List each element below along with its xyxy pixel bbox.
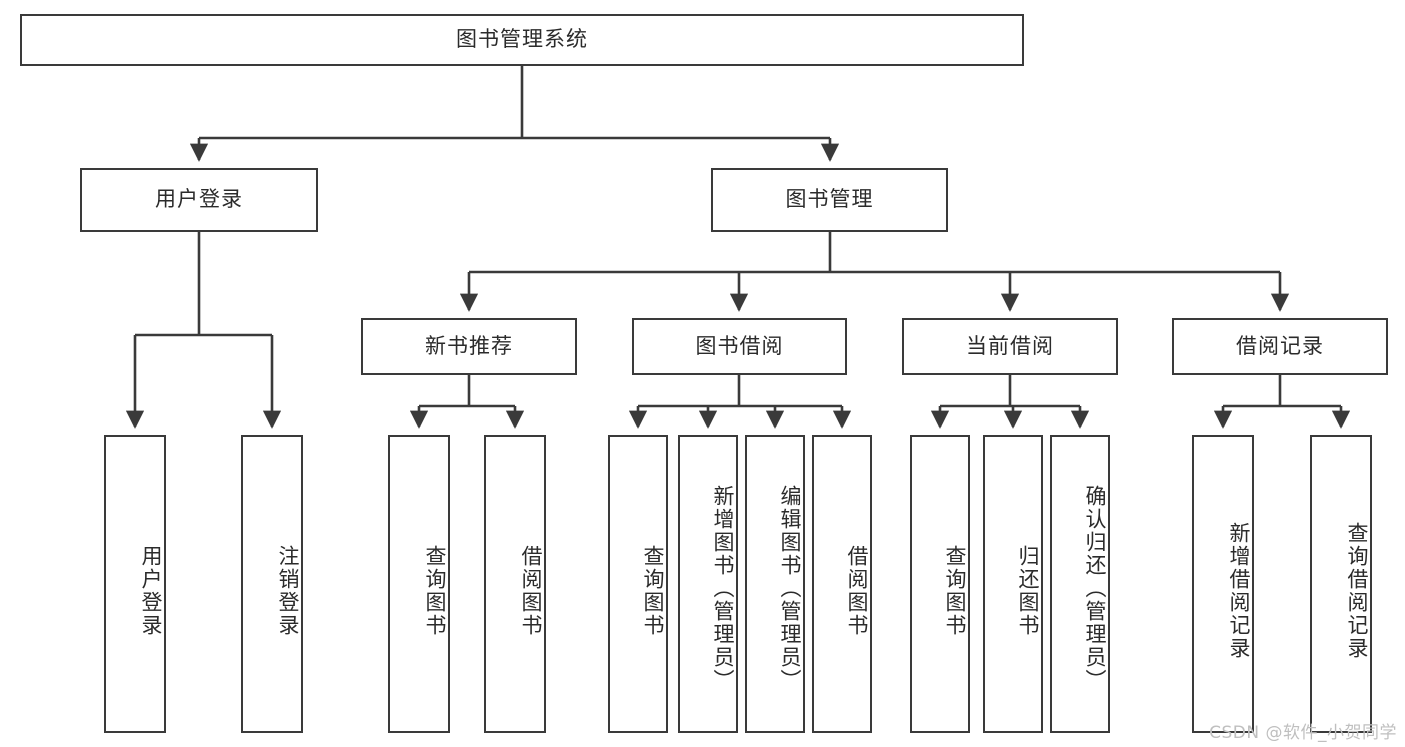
node-leaf-add-borrow-record[interactable]: 新增借阅记录 — [1192, 435, 1254, 733]
node-leaf-edit-book-admin[interactable]: 编辑图书（管理员） — [745, 435, 805, 733]
node-level2-book-management[interactable]: 图书管理 — [711, 168, 948, 232]
node-root[interactable]: 图书管理系统 — [20, 14, 1024, 66]
node-leaf-borrow-book-recommend[interactable]: 借阅图书 — [484, 435, 546, 733]
node-leaf-user-login[interactable]: 用户登录 — [104, 435, 166, 733]
node-leaf-query-borrow-record[interactable]: 查询借阅记录 — [1310, 435, 1372, 733]
node-leaf-add-book-admin[interactable]: 新增图书（管理员） — [678, 435, 738, 733]
node-level3-current-borrow[interactable]: 当前借阅 — [902, 318, 1118, 375]
node-leaf-return-book[interactable]: 归还图书 — [983, 435, 1043, 733]
node-level3-borrow-record[interactable]: 借阅记录 — [1172, 318, 1388, 375]
node-level3-book-borrow[interactable]: 图书借阅 — [632, 318, 847, 375]
node-leaf-query-book-current[interactable]: 查询图书 — [910, 435, 970, 733]
node-leaf-user-logout[interactable]: 注销登录 — [241, 435, 303, 733]
node-leaf-query-book-recommend[interactable]: 查询图书 — [388, 435, 450, 733]
node-level2-user-login[interactable]: 用户登录 — [80, 168, 318, 232]
node-leaf-confirm-return-admin[interactable]: 确认归还（管理员） — [1050, 435, 1110, 733]
node-leaf-query-book-borrow[interactable]: 查询图书 — [608, 435, 668, 733]
csdn-watermark: CSDN @软件_小贺同学 — [1209, 723, 1397, 743]
node-level3-new-book-recommend[interactable]: 新书推荐 — [361, 318, 577, 375]
node-leaf-borrow-book[interactable]: 借阅图书 — [812, 435, 872, 733]
